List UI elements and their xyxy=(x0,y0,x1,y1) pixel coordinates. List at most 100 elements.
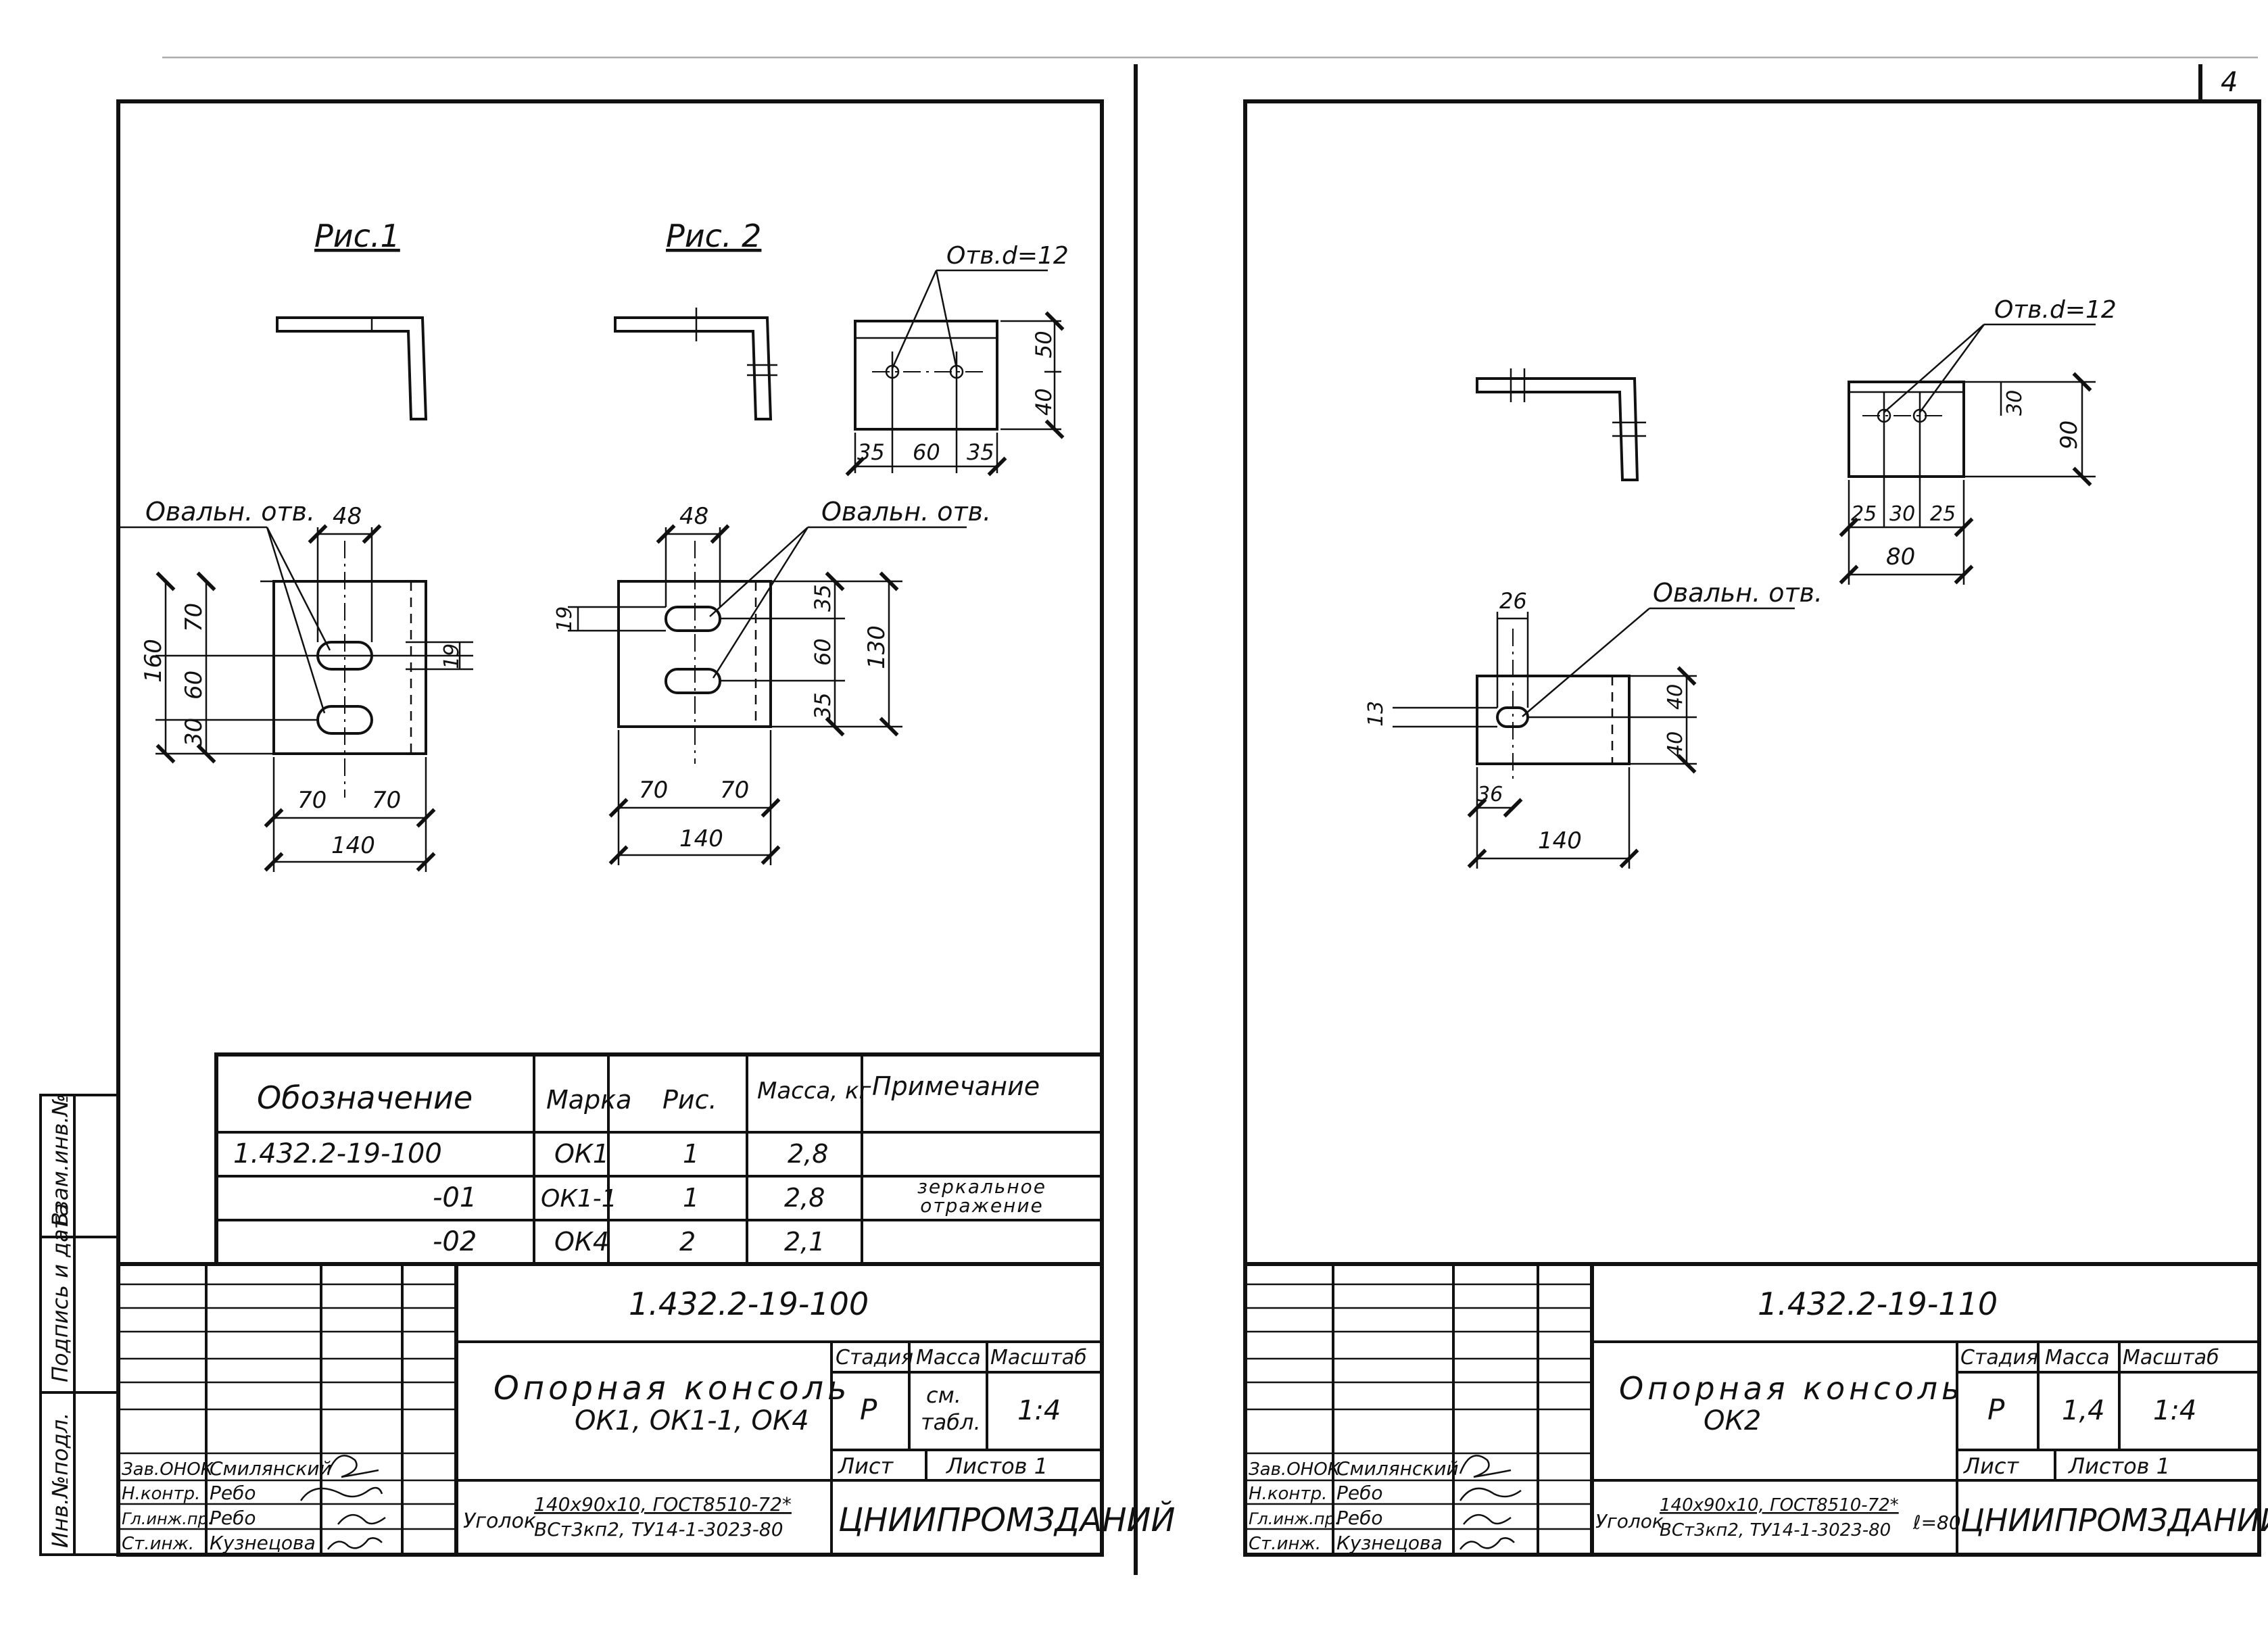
left-mass-line2: табл. xyxy=(921,1409,981,1435)
right-signature-4 xyxy=(1459,1537,1515,1550)
svg-text:35: 35 xyxy=(810,584,836,612)
right-scale-label: Масштаб xyxy=(2123,1346,2219,1369)
right-role-4: Ст.инж. xyxy=(1249,1534,1321,1554)
sheet-frames: 4 xyxy=(116,56,2261,1575)
fig2-angle-profile xyxy=(614,316,773,420)
fig2-oval-note: Овальн. отв. xyxy=(821,497,991,527)
svg-text:30: 30 xyxy=(180,718,208,747)
left-title-block: Зав.ОНОК Н.контр. Гл.инж.пр. Ст.инж. Сми… xyxy=(116,1262,1175,1557)
spec-header-fig: Рис. xyxy=(662,1085,717,1115)
left-signature-1 xyxy=(327,1455,379,1478)
left-role-4: Ст.инж. xyxy=(122,1534,194,1554)
spec-header-note: Примечание xyxy=(872,1071,1040,1101)
fig1-angle-profile xyxy=(276,316,428,420)
left-sheets-label: Листов 1 xyxy=(946,1453,1048,1479)
spec-row-3-designation: -02 xyxy=(433,1226,477,1257)
svg-text:140: 140 xyxy=(1538,827,1582,854)
left-material-bottom: ВСт3кп2, ТУ14-1-3023-80 xyxy=(534,1518,783,1541)
stamp-replace-label: Взам.инв.№ xyxy=(47,1094,73,1227)
svg-text:60: 60 xyxy=(810,638,836,666)
left-mass-label: Масса xyxy=(916,1346,981,1369)
spec-row-3-fig: 2 xyxy=(679,1227,696,1257)
right-title-block: Зав.ОНОК Н.контр. Гл.инж.пр. Ст.инж. Сми… xyxy=(1243,1262,2268,1557)
small-plate-dims: 35 60 35 50 40 xyxy=(845,311,1065,477)
svg-text:4: 4 xyxy=(2221,67,2238,98)
svg-text:160: 160 xyxy=(140,639,167,683)
left-role-3: Гл.инж.пр. xyxy=(122,1509,213,1528)
left-signature-4 xyxy=(327,1537,383,1550)
spec-header-mass: Масса, кг xyxy=(757,1077,872,1105)
spec-header-mark: Марка xyxy=(546,1085,631,1115)
svg-text:60: 60 xyxy=(913,439,940,465)
left-doc-code: 1.432.2-19-100 xyxy=(629,1286,869,1322)
ok2-plate xyxy=(1476,675,1631,765)
right-doc-code: 1.432.2-19-110 xyxy=(1758,1286,1998,1322)
svg-text:40: 40 xyxy=(1031,388,1057,416)
svg-text:35: 35 xyxy=(810,692,836,720)
left-mass-line1: см. xyxy=(926,1382,961,1408)
right-sheets-label: Листов 1 xyxy=(2068,1453,2170,1479)
svg-text:30: 30 xyxy=(2003,390,2027,416)
right-material-prefix: Уголок xyxy=(1595,1510,1664,1532)
spec-row-1-fig: 1 xyxy=(683,1139,699,1169)
right-signature-1 xyxy=(1459,1455,1512,1478)
right-material-top: 140x90x10, ГОСТ8510-72* xyxy=(1660,1495,1899,1515)
svg-text:70: 70 xyxy=(639,777,668,804)
fig1-plate xyxy=(272,580,427,755)
fig2-label: Рис. 2 xyxy=(666,218,761,254)
spec-row-3-mark: ОК4 xyxy=(554,1227,609,1257)
right-material-bottom: ВСт3кп2, ТУ14-1-3023-80 xyxy=(1660,1520,1891,1541)
left-title-line2: ОК1, ОК1-1, ОК4 xyxy=(575,1405,809,1436)
right-role-2: Н.контр. xyxy=(1249,1484,1327,1504)
right-sheet-label: Лист xyxy=(1963,1453,2019,1479)
spec-row-3-mass: 2,1 xyxy=(784,1227,825,1257)
side-stamp: Инв.№подл. Подпись и дата Взам.инв.№ xyxy=(39,1094,120,1556)
svg-text:130: 130 xyxy=(863,625,890,669)
left-name-1: Смилянский xyxy=(210,1457,332,1480)
svg-text:36: 36 xyxy=(1477,783,1503,806)
right-name-4: Кузнецова xyxy=(1336,1532,1443,1554)
ok2-side-dims: 25 30 25 80 30 90 xyxy=(1839,372,2096,585)
left-role-1: Зав.ОНОК xyxy=(122,1459,214,1480)
right-org: ЦНИИПРОМЗДАНИЙ xyxy=(1960,1502,2268,1538)
fig2-side-plate xyxy=(854,320,998,431)
svg-text:25: 25 xyxy=(1851,502,1877,526)
svg-text:40: 40 xyxy=(1664,684,1687,710)
svg-text:50: 50 xyxy=(1031,331,1057,358)
fig1-label: Рис.1 xyxy=(314,218,400,254)
spec-row-1-mass: 2,8 xyxy=(788,1139,828,1169)
right-mass: 1,4 xyxy=(2062,1395,2105,1426)
svg-text:48: 48 xyxy=(333,503,362,530)
right-role-3: Гл.инж.пр. xyxy=(1249,1509,1340,1528)
svg-text:26: 26 xyxy=(1499,588,1527,614)
svg-text:70: 70 xyxy=(297,787,327,814)
spec-table: Обозначение Марка Рис. Масса, кг Примеча… xyxy=(214,1052,1104,1266)
svg-text:60: 60 xyxy=(180,671,208,700)
svg-text:25: 25 xyxy=(1930,502,1956,526)
right-name-3: Ребо xyxy=(1336,1507,1383,1529)
svg-text:35: 35 xyxy=(857,439,885,465)
left-role-2: Н.контр. xyxy=(122,1484,200,1504)
svg-text:48: 48 xyxy=(679,503,708,530)
right-hole-note: Отв.d=12 xyxy=(1994,296,2117,324)
left-name-2: Ребо xyxy=(210,1482,256,1504)
spec-row-2-mark: ОК1-1 xyxy=(541,1185,617,1213)
right-scale: 1:4 xyxy=(2153,1395,2196,1426)
svg-text:70: 70 xyxy=(372,787,401,814)
svg-text:19: 19 xyxy=(553,606,577,632)
spec-header-designation: Обозначение xyxy=(257,1080,473,1116)
stamp-inv-label: Инв.№подл. xyxy=(47,1413,73,1548)
svg-text:80: 80 xyxy=(1886,543,1915,571)
spec-row-2-note: зеркальное отражение xyxy=(917,1178,1047,1217)
stamp-sign-label: Подпись и дата xyxy=(47,1203,73,1382)
right-title-line2: ОК2 xyxy=(1704,1405,1761,1436)
svg-text:90: 90 xyxy=(2056,420,2083,450)
right-mass-label: Масса xyxy=(2045,1346,2110,1369)
right-signature-2 xyxy=(1459,1487,1522,1501)
right-name-1: Смилянский xyxy=(1336,1457,1459,1480)
svg-text:70: 70 xyxy=(180,603,208,632)
spec-row-2-fig: 1 xyxy=(683,1183,699,1213)
svg-text:140: 140 xyxy=(679,825,723,852)
spec-row-2-mass: 2,8 xyxy=(784,1183,825,1213)
